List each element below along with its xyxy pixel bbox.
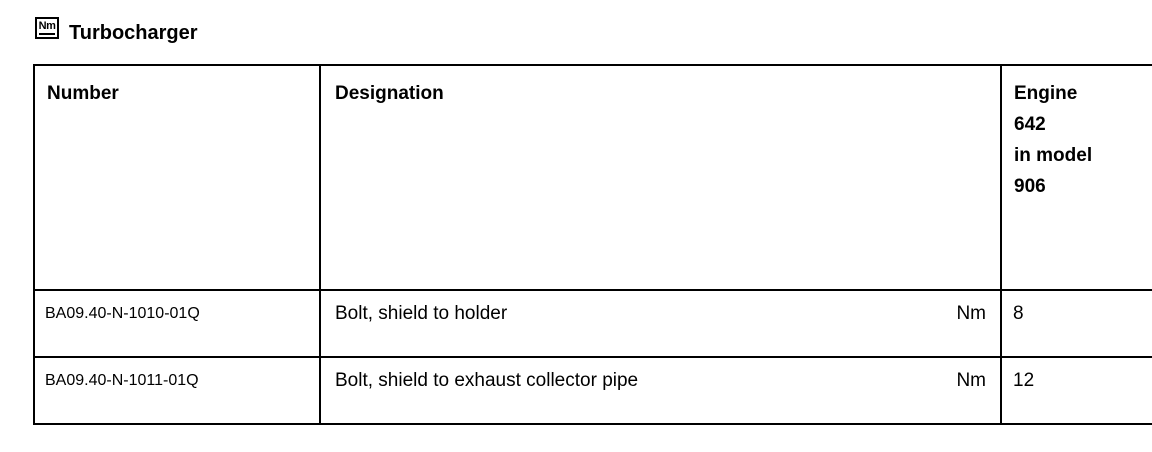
table-header-row: Number Designation Engine 642 in model 9…: [33, 64, 1152, 291]
row-unit: Nm: [956, 303, 986, 324]
section-title: Turbocharger: [69, 21, 198, 44]
header-engine: Engine 642 in model 906: [1000, 64, 1152, 291]
row-designation-cell: Bolt, shield to exhaust collector pipe N…: [319, 356, 1002, 425]
torque-table: Number Designation Engine 642 in model 9…: [33, 64, 1152, 425]
header-number: Number: [33, 64, 321, 291]
table-row: BA09.40-N-1011-01Q Bolt, shield to exhau…: [33, 356, 1152, 425]
section-heading: Nm Turbocharger: [35, 17, 198, 44]
row-designation: Bolt, shield to exhaust collector pipe: [335, 370, 639, 391]
torque-icon-text: Nm: [38, 20, 56, 32]
row-designation-cell: Bolt, shield to holder Nm: [319, 289, 1002, 358]
row-value: 12: [1000, 356, 1152, 425]
row-value: 8: [1000, 289, 1152, 358]
torque-nm-icon: Nm: [35, 17, 59, 39]
header-designation: Designation: [319, 64, 1002, 291]
header-engine-line: 906: [1014, 176, 1046, 197]
header-engine-line: in model: [1014, 145, 1093, 166]
header-engine-line: 642: [1014, 114, 1046, 135]
row-number: BA09.40-N-1011-01Q: [33, 356, 321, 425]
row-designation: Bolt, shield to holder: [335, 303, 508, 324]
row-number: BA09.40-N-1010-01Q: [33, 289, 321, 358]
table-row: BA09.40-N-1010-01Q Bolt, shield to holde…: [33, 289, 1152, 358]
row-unit: Nm: [956, 370, 986, 391]
header-engine-line: Engine: [1014, 83, 1078, 104]
